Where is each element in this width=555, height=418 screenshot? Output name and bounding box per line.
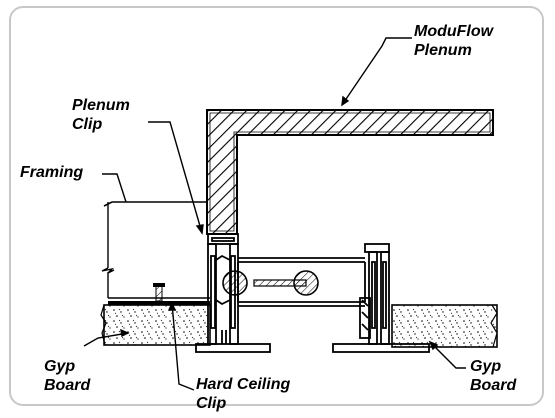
- label-plenum-clip-line2: Clip: [72, 116, 103, 133]
- label-gyp-right-line1: Gyp: [470, 358, 502, 375]
- t-bar-right: [332, 243, 430, 353]
- label-framing: Framing: [20, 163, 83, 182]
- label-gyp-left-line1: Gyp: [44, 358, 76, 375]
- label-hard-ceiling-line2: Clip: [196, 395, 227, 412]
- gyp-board-right: [391, 304, 498, 348]
- label-moduflow-line1: ModuFlow: [414, 23, 494, 40]
- label-gyp-left-line2: Board: [44, 377, 91, 394]
- label-plenum-line2: Plenum: [414, 42, 472, 59]
- label-gyp-board-left: Gyp Board: [44, 357, 90, 395]
- leader-lines: [83, 37, 466, 391]
- moduflow-plenum: [206, 109, 494, 235]
- connector-bar: [222, 257, 366, 307]
- label-hard-ceiling-clip: Hard Ceiling Clip: [196, 375, 290, 413]
- label-gyp-right-line2: Board: [470, 377, 517, 394]
- label-plenum-clip: Plenum Clip: [72, 96, 130, 134]
- label-hard-ceiling-line1: Hard Ceiling: [196, 376, 291, 393]
- label-moduflow-plenum: ModuFlow Plenum: [414, 22, 493, 60]
- label-framing-line1: Framing: [20, 164, 84, 181]
- hard-ceiling-clip: [108, 283, 210, 305]
- label-gyp-board-right: Gyp Board: [470, 357, 516, 395]
- label-plenum-clip-line1: Plenum: [72, 97, 130, 114]
- gyp-board-left: [100, 304, 211, 346]
